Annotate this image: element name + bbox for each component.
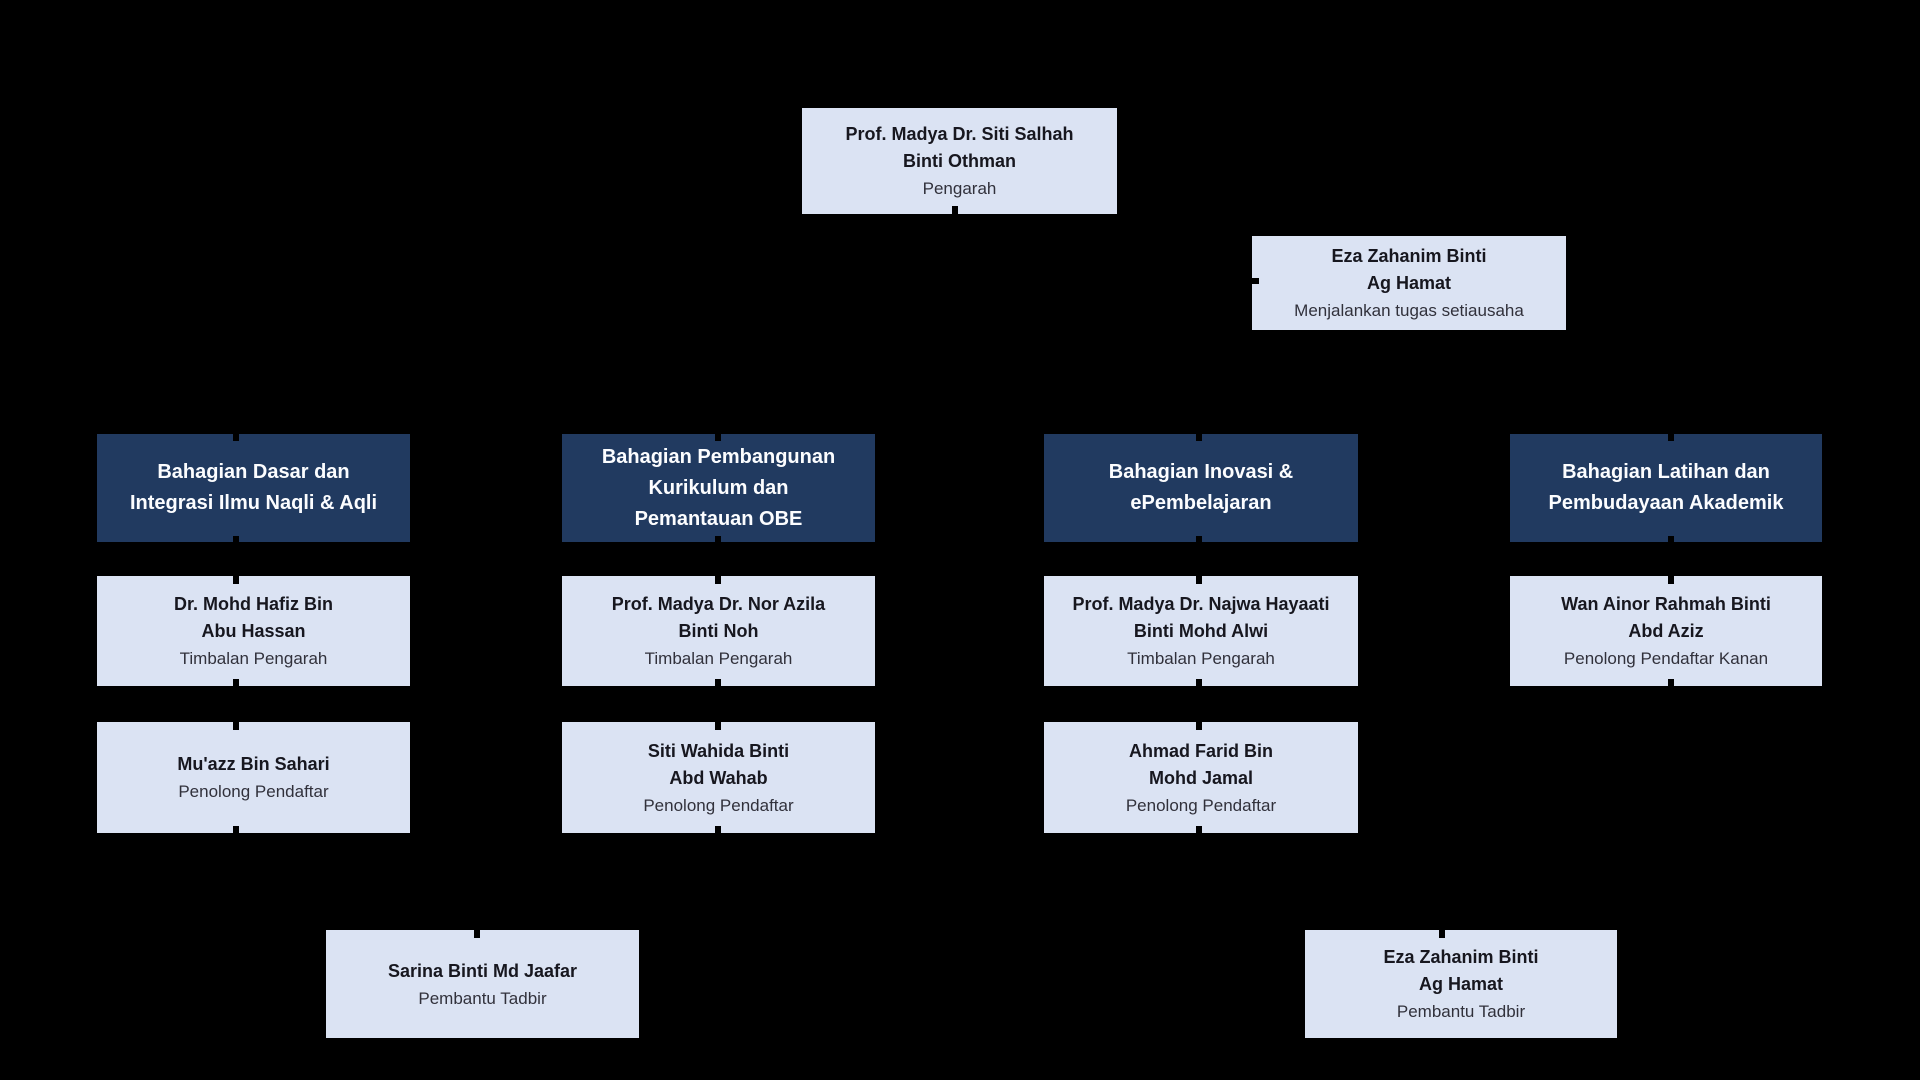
division-header-kurikulum-obe: Bahagian Pembangunan Kurikulum dan Peman…	[562, 434, 875, 542]
name-line: Prof. Madya Dr. Najwa Hayaati	[1072, 594, 1330, 615]
person-role: Timbalan Pengarah	[1127, 649, 1275, 669]
person-name: Mu'azz Bin Sahari	[177, 751, 329, 778]
org-box-officer-3: Ahmad Farid Bin Mohd Jamal Penolong Pend…	[1044, 722, 1358, 833]
org-box-deputy-4: Wan Ainor Rahmah Binti Abd Aziz Penolong…	[1510, 576, 1822, 686]
org-box-support-2: Eza Zahanim Binti Ag Hamat Pembantu Tadb…	[1305, 930, 1617, 1038]
person-role: Pembantu Tadbir	[1396, 1002, 1526, 1022]
person-role: Penolong Pendaftar	[178, 782, 329, 802]
header-line: Pembudayaan Akademik	[1548, 492, 1784, 514]
person-name: Prof. Madya Dr. Najwa Hayaati Binti Mohd…	[1072, 591, 1329, 645]
person-name: Ahmad Farid Bin Mohd Jamal	[1129, 738, 1273, 792]
org-box-officer-2: Siti Wahida Binti Abd Wahab Penolong Pen…	[562, 722, 875, 833]
person-name: Eza Zahanim Binti Ag Hamat	[1331, 243, 1486, 297]
name-line: Binti Othman	[903, 151, 1016, 172]
name-line: Ahmad Farid Bin	[1128, 740, 1273, 761]
header-line: ePembelajaran	[1130, 492, 1272, 514]
header-line: Bahagian Inovasi &	[1108, 461, 1294, 483]
org-box-officer-1: Mu'azz Bin Sahari Penolong Pendaftar	[97, 722, 410, 833]
name-line: Mu'azz Bin Sahari	[177, 754, 330, 775]
org-box-deputy-2: Prof. Madya Dr. Nor Azila Binti Noh Timb…	[562, 576, 875, 686]
name-line: Sarina Binti Md Jaafar	[387, 960, 578, 981]
division-title: Bahagian Inovasi & ePembelajaran	[1109, 457, 1294, 519]
name-line: Ag Hamat	[1418, 974, 1503, 995]
name-line: Binti Mohd Alwi	[1133, 621, 1269, 642]
person-role: Penolong Pendaftar	[1125, 795, 1277, 815]
header-line: Bahagian Latihan dan	[1562, 461, 1770, 483]
org-box-director: Prof. Madya Dr. Siti Salhah Binti Othman…	[802, 108, 1117, 214]
org-box-support-1: Sarina Binti Md Jaafar Pembantu Tadbir	[326, 930, 639, 1038]
person-name: Prof. Madya Dr. Nor Azila Binti Noh	[612, 591, 825, 645]
division-title: Bahagian Latihan dan Pembudayaan Akademi…	[1549, 457, 1784, 519]
division-header-latihan-pembudayaan: Bahagian Latihan dan Pembudayaan Akademi…	[1510, 434, 1822, 542]
org-box-secretary: Eza Zahanim Binti Ag Hamat Menjalankan t…	[1252, 236, 1566, 330]
org-box-deputy-1: Dr. Mohd Hafiz Bin Abu Hassan Timbalan P…	[97, 576, 410, 686]
division-header-dasar-integrasi: Bahagian Dasar dan Integrasi Ilmu Naqli …	[97, 434, 410, 542]
division-header-inovasi-epembelajaran: Bahagian Inovasi & ePembelajaran	[1044, 434, 1358, 542]
header-line: Integrasi Ilmu Naqli & Aqli	[129, 492, 378, 514]
org-box-deputy-3: Prof. Madya Dr. Najwa Hayaati Binti Mohd…	[1044, 576, 1358, 686]
person-name: Siti Wahida Binti Abd Wahab	[648, 738, 789, 792]
name-line: Abd Wahab	[669, 767, 768, 788]
header-line: Bahagian Dasar dan	[157, 461, 350, 483]
person-role: Penolong Pendaftar Kanan	[1563, 649, 1769, 669]
name-line: Prof. Madya Dr. Siti Salhah	[845, 124, 1074, 145]
name-line: Eza Zahanim Binti	[1331, 246, 1487, 267]
person-role: Timbalan Pengarah	[179, 649, 328, 669]
person-name: Sarina Binti Md Jaafar	[388, 958, 577, 985]
person-role: Pengarah	[922, 179, 997, 199]
connector-support-right	[1199, 875, 1671, 938]
name-line: Dr. Mohd Hafiz Bin	[174, 594, 333, 615]
division-title: Bahagian Dasar dan Integrasi Ilmu Naqli …	[130, 457, 377, 519]
person-name: Wan Ainor Rahmah Binti Abd Aziz	[1561, 591, 1771, 645]
person-role: Pembantu Tadbir	[418, 988, 547, 1008]
name-line: Abu Hassan	[201, 621, 306, 642]
name-line: Wan Ainor Rahmah Binti	[1561, 594, 1771, 615]
name-line: Binti Noh	[678, 621, 759, 642]
name-line: Siti Wahida Binti	[647, 740, 790, 761]
name-line: Ag Hamat	[1366, 273, 1451, 294]
person-role: Timbalan Pengarah	[644, 649, 793, 669]
header-line: Pemantauan OBE	[634, 507, 803, 530]
header-line: Bahagian Pembangunan	[601, 445, 836, 468]
division-title: Bahagian Pembangunan Kurikulum dan Peman…	[602, 442, 835, 535]
person-role: Penolong Pendaftar	[643, 795, 794, 815]
name-line: Mohd Jamal	[1148, 767, 1253, 788]
header-line: Kurikulum dan	[648, 476, 789, 499]
person-role: Menjalankan tugas setiausaha	[1294, 301, 1524, 321]
name-line: Abd Aziz	[1628, 621, 1704, 642]
name-line: Eza Zahanim Binti	[1383, 947, 1539, 968]
person-name: Dr. Mohd Hafiz Bin Abu Hassan	[174, 591, 333, 645]
person-name: Prof. Madya Dr. Siti Salhah Binti Othman	[845, 121, 1073, 175]
person-name: Eza Zahanim Binti Ag Hamat	[1383, 944, 1538, 998]
name-line: Prof. Madya Dr. Nor Azila	[611, 594, 826, 615]
